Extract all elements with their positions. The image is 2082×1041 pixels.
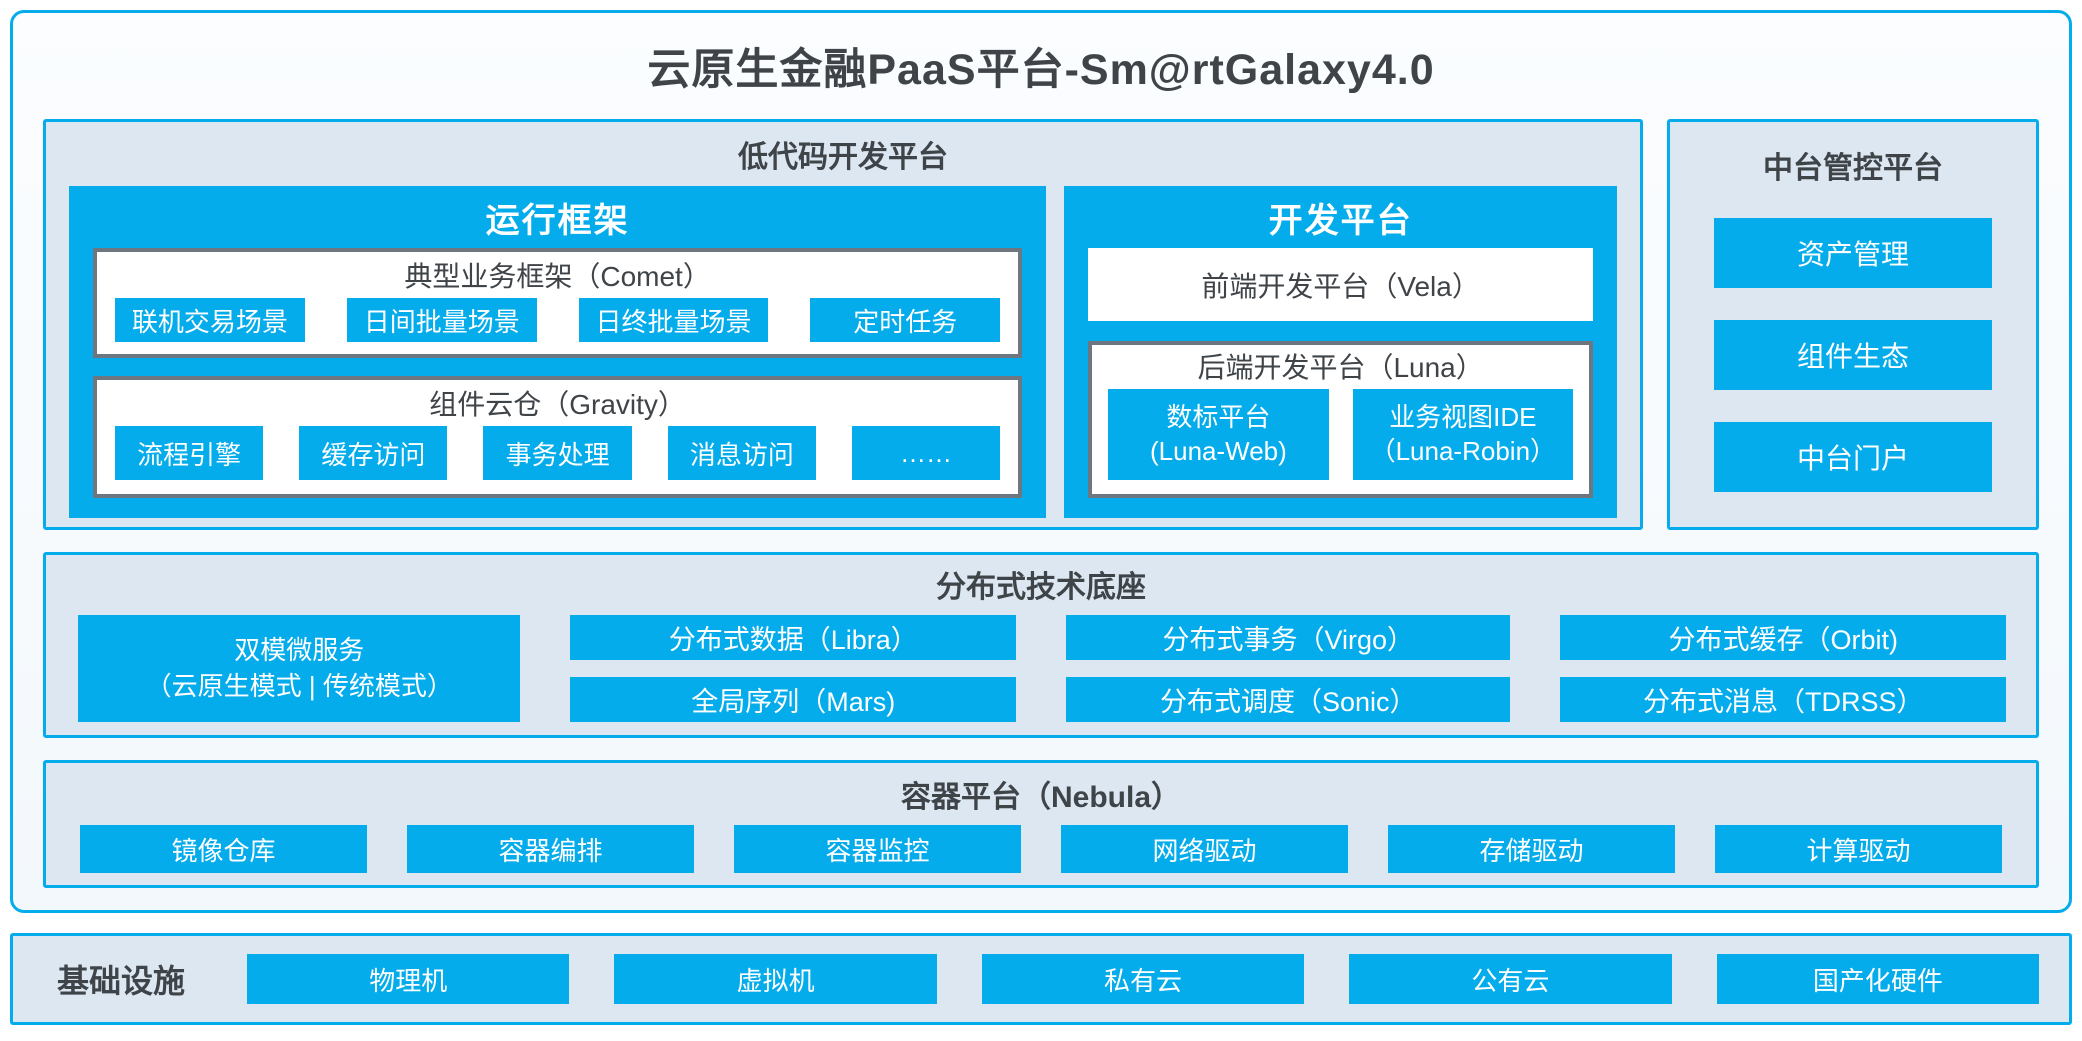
dual-mode-microservice-box: 双模微服务 （云原生模式 | 传统模式） xyxy=(78,615,521,722)
nebula-item: 存储驱动 xyxy=(1388,825,1675,873)
luna-title: 后端开发平台（Luna） xyxy=(1197,352,1484,383)
dual-mode-line2: （云原生模式 | 传统模式） xyxy=(145,670,453,701)
top-row: 低代码开发平台 运行框架 典型业务框架（Comet） 联机交易场景 日间批量场景… xyxy=(43,119,2039,530)
page-title: 云原生金融PaaS平台-Sm@rtGalaxy4.0 xyxy=(647,46,1435,94)
comet-item: 联机交易场景 xyxy=(115,298,305,342)
nebula-label: 容器平台（Nebula） xyxy=(900,781,1182,814)
distributed-base-panel: 分布式技术底座 双模微服务 （云原生模式 | 传统模式） 分布式数据（Libra… xyxy=(43,552,2039,738)
distributed-item: 全局序列（Mars) xyxy=(570,677,1016,722)
infrastructure-item: 公有云 xyxy=(1349,954,1672,1004)
distributed-item: 分布式数据（Libra） xyxy=(570,615,1016,660)
lowcode-platform-panel: 低代码开发平台 运行框架 典型业务框架（Comet） 联机交易场景 日间批量场景… xyxy=(43,119,1643,530)
mid-platform-label: 中台管控平台 xyxy=(1763,152,1943,185)
distributed-base-label: 分布式技术底座 xyxy=(936,571,1146,604)
gravity-item: 事务处理 xyxy=(483,426,632,480)
luna-item-code: （Luna-Robin） xyxy=(1369,435,1557,466)
runtime-framework-label: 运行框架 xyxy=(485,201,630,240)
distributed-grid: 双模微服务 （云原生模式 | 传统模式） 分布式数据（Libra） 分布式事务（… xyxy=(46,613,2036,722)
lowcode-platform-body: 运行框架 典型业务框架（Comet） 联机交易场景 日间批量场景 日终批量场景 … xyxy=(46,186,1640,527)
infrastructure-item: 私有云 xyxy=(981,954,1305,1004)
nebula-item: 网络驱动 xyxy=(1061,825,1348,873)
infrastructure-item: 虚拟机 xyxy=(614,954,937,1004)
main-frame: 云原生金融PaaS平台-Sm@rtGalaxy4.0 低代码开发平台 运行框架 … xyxy=(10,10,2072,913)
comet-item: 日间批量场景 xyxy=(346,298,537,342)
luna-box: 后端开发平台（Luna） 数标平台 (Luna-Web) 业务视图IDE （Lu… xyxy=(1088,341,1593,498)
lowcode-platform-label: 低代码开发平台 xyxy=(738,141,948,174)
distributed-item: 分布式缓存（Orbit) xyxy=(1560,615,2006,660)
mid-platform-item: 资产管理 xyxy=(1714,218,1992,288)
gravity-item: 消息访问 xyxy=(667,426,816,480)
gravity-item: 缓存访问 xyxy=(299,426,448,480)
comet-item: 定时任务 xyxy=(810,298,1001,342)
nebula-item: 镜像仓库 xyxy=(80,825,367,873)
nebula-panel: 容器平台（Nebula） 镜像仓库 容器编排 容器监控 网络驱动 存储驱动 计算… xyxy=(43,760,2039,888)
distributed-item: 分布式调度（Sonic） xyxy=(1065,677,1511,722)
runtime-framework-panel: 运行框架 典型业务框架（Comet） 联机交易场景 日间批量场景 日终批量场景 … xyxy=(69,186,1047,518)
luna-item-name: 业务视图IDE xyxy=(1389,401,1537,432)
infrastructure-item: 国产化硬件 xyxy=(1716,954,2040,1004)
luna-item-name: 数标平台 xyxy=(1166,401,1271,432)
gravity-items-row: 流程引擎 缓存访问 事务处理 消息访问 …… xyxy=(115,426,1001,480)
nebula-item: 容器监控 xyxy=(734,825,1021,873)
infrastructure-panel: 基础设施 物理机 虚拟机 私有云 公有云 国产化硬件 xyxy=(10,933,2072,1025)
nebula-item: 容器编排 xyxy=(407,825,694,873)
comet-items-row: 联机交易场景 日间批量场景 日终批量场景 定时任务 xyxy=(115,298,1001,342)
gravity-title: 组件云仓（Gravity） xyxy=(429,389,686,420)
mid-platform-item: 中台门户 xyxy=(1714,422,1992,492)
dual-mode-line1: 双模微服务 xyxy=(234,635,365,666)
gravity-box: 组件云仓（Gravity） 流程引擎 缓存访问 事务处理 消息访问 …… xyxy=(93,376,1023,498)
gravity-item: …… xyxy=(851,426,1001,480)
vela-box: 前端开发平台（Vela） xyxy=(1088,248,1593,321)
luna-item: 数标平台 (Luna-Web) xyxy=(1108,389,1329,480)
infrastructure-item: 物理机 xyxy=(247,954,570,1004)
comet-item: 日终批量场景 xyxy=(578,298,769,342)
nebula-item: 计算驱动 xyxy=(1715,825,2002,873)
infrastructure-items-row: 物理机 虚拟机 私有云 公有云 国产化硬件 xyxy=(247,954,2040,1004)
gravity-item: 流程引擎 xyxy=(115,426,264,480)
dev-platform-panel: 开发平台 前端开发平台（Vela） 后端开发平台（Luna） 数标平台 (Lun… xyxy=(1064,186,1617,518)
distributed-item: 分布式消息（TDRSS） xyxy=(1560,677,2006,722)
comet-title: 典型业务框架（Comet） xyxy=(404,261,711,292)
comet-box: 典型业务框架（Comet） 联机交易场景 日间批量场景 日终批量场景 定时任务 xyxy=(93,248,1023,358)
mid-platform-item: 组件生态 xyxy=(1714,320,1992,390)
mid-platform-panel: 中台管控平台 资产管理 组件生态 中台门户 xyxy=(1667,119,2039,530)
nebula-items-row: 镜像仓库 容器编排 容器监控 网络驱动 存储驱动 计算驱动 xyxy=(46,825,2036,873)
luna-item-code: (Luna-Web) xyxy=(1150,435,1287,466)
distributed-item: 分布式事务（Virgo） xyxy=(1065,615,1511,660)
luna-items-row: 数标平台 (Luna-Web) 业务视图IDE （Luna-Robin） xyxy=(1108,389,1574,480)
infrastructure-label: 基础设施 xyxy=(57,963,186,999)
dev-platform-label: 开发平台 xyxy=(1268,201,1413,240)
luna-item: 业务视图IDE （Luna-Robin） xyxy=(1352,389,1574,480)
mid-platform-body: 资产管理 组件生态 中台门户 xyxy=(1670,208,2036,492)
